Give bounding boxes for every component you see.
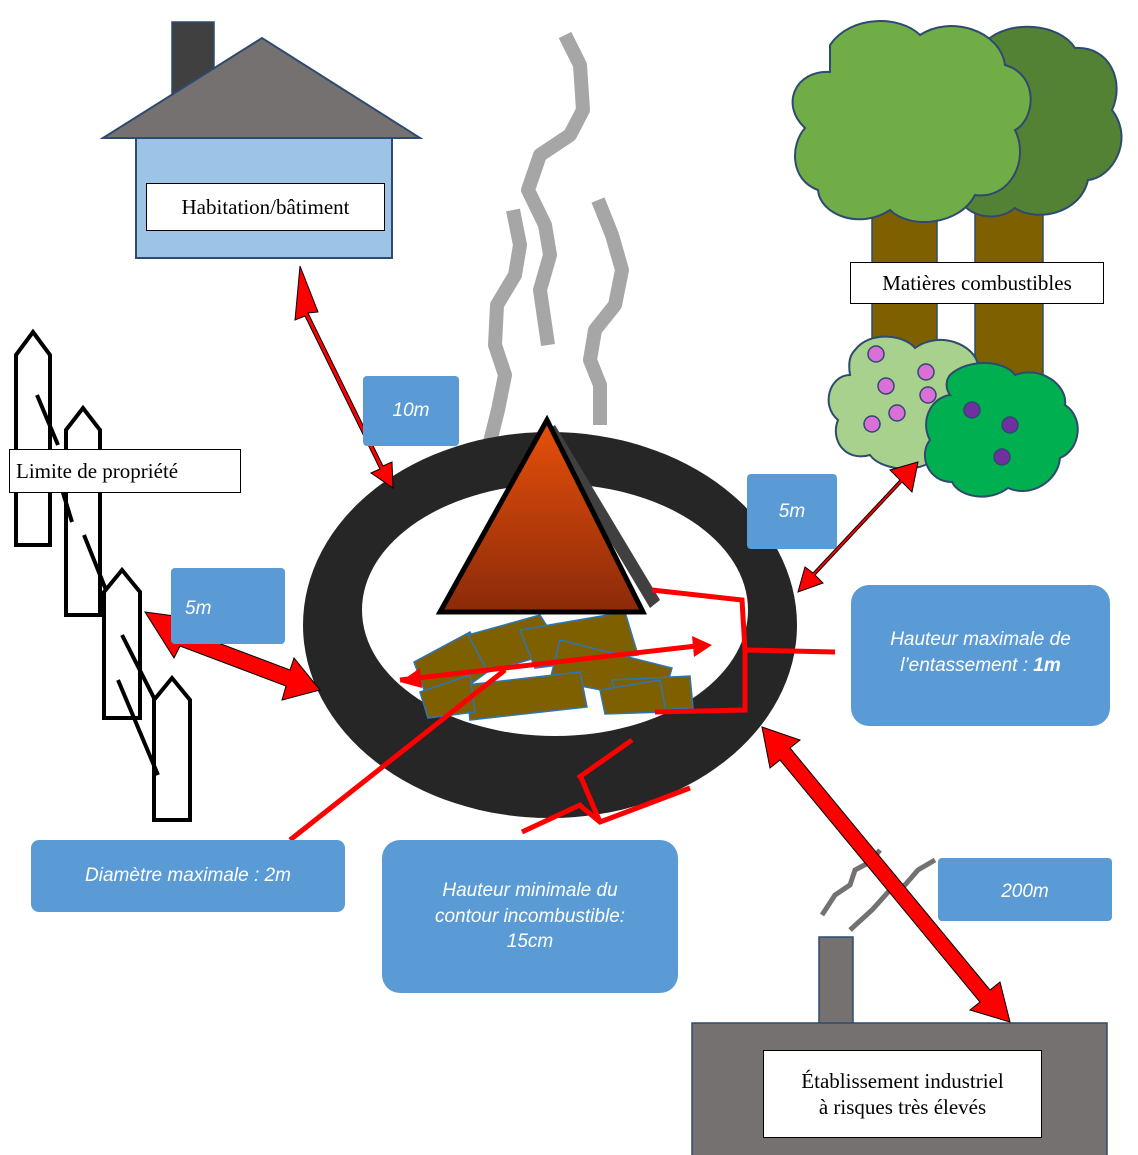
contour-note-line2: contour incombustible: [434, 905, 626, 927]
industrial-label-line2: à risques très élevés [818, 1095, 987, 1119]
distance-industrial-badge: 200m [938, 858, 1112, 921]
max-height-value: 1m [1033, 654, 1061, 676]
house-label: Habitation/bâtiment [146, 183, 385, 231]
flame-icon [435, 414, 660, 615]
distance-house-badge: 10m [363, 376, 459, 446]
contour-note-line1: Hauteur minimale du [442, 880, 618, 902]
smoke-icon [483, 31, 629, 444]
diameter-note: Diamètre maximale : 2m [31, 840, 345, 912]
property-limit-label: Limite de propriété [9, 449, 241, 493]
tree-icon [791, 20, 1123, 386]
max-height-text: Hauteur maximale de l’entassement : [890, 629, 1071, 676]
measurement-lines [288, 587, 836, 842]
industrial-label-line1: Établissement industriel [801, 1068, 1004, 1093]
industrial-label: Établissement industriel à risques très … [763, 1050, 1042, 1138]
bush-icon [827, 335, 1079, 498]
distance-combustibles-badge: 5m [747, 474, 837, 549]
contour-height-note: Hauteur minimale du contour incombustibl… [382, 840, 678, 993]
max-height-note: Hauteur maximale de l’entassement : 1m [851, 585, 1110, 726]
combustibles-label: Matières combustibles [850, 262, 1104, 304]
distance-property-badge: 5m [171, 568, 285, 644]
fence-icon [14, 328, 192, 822]
contour-note-line3: 15cm [506, 931, 554, 953]
diameter-arrow [400, 636, 712, 688]
